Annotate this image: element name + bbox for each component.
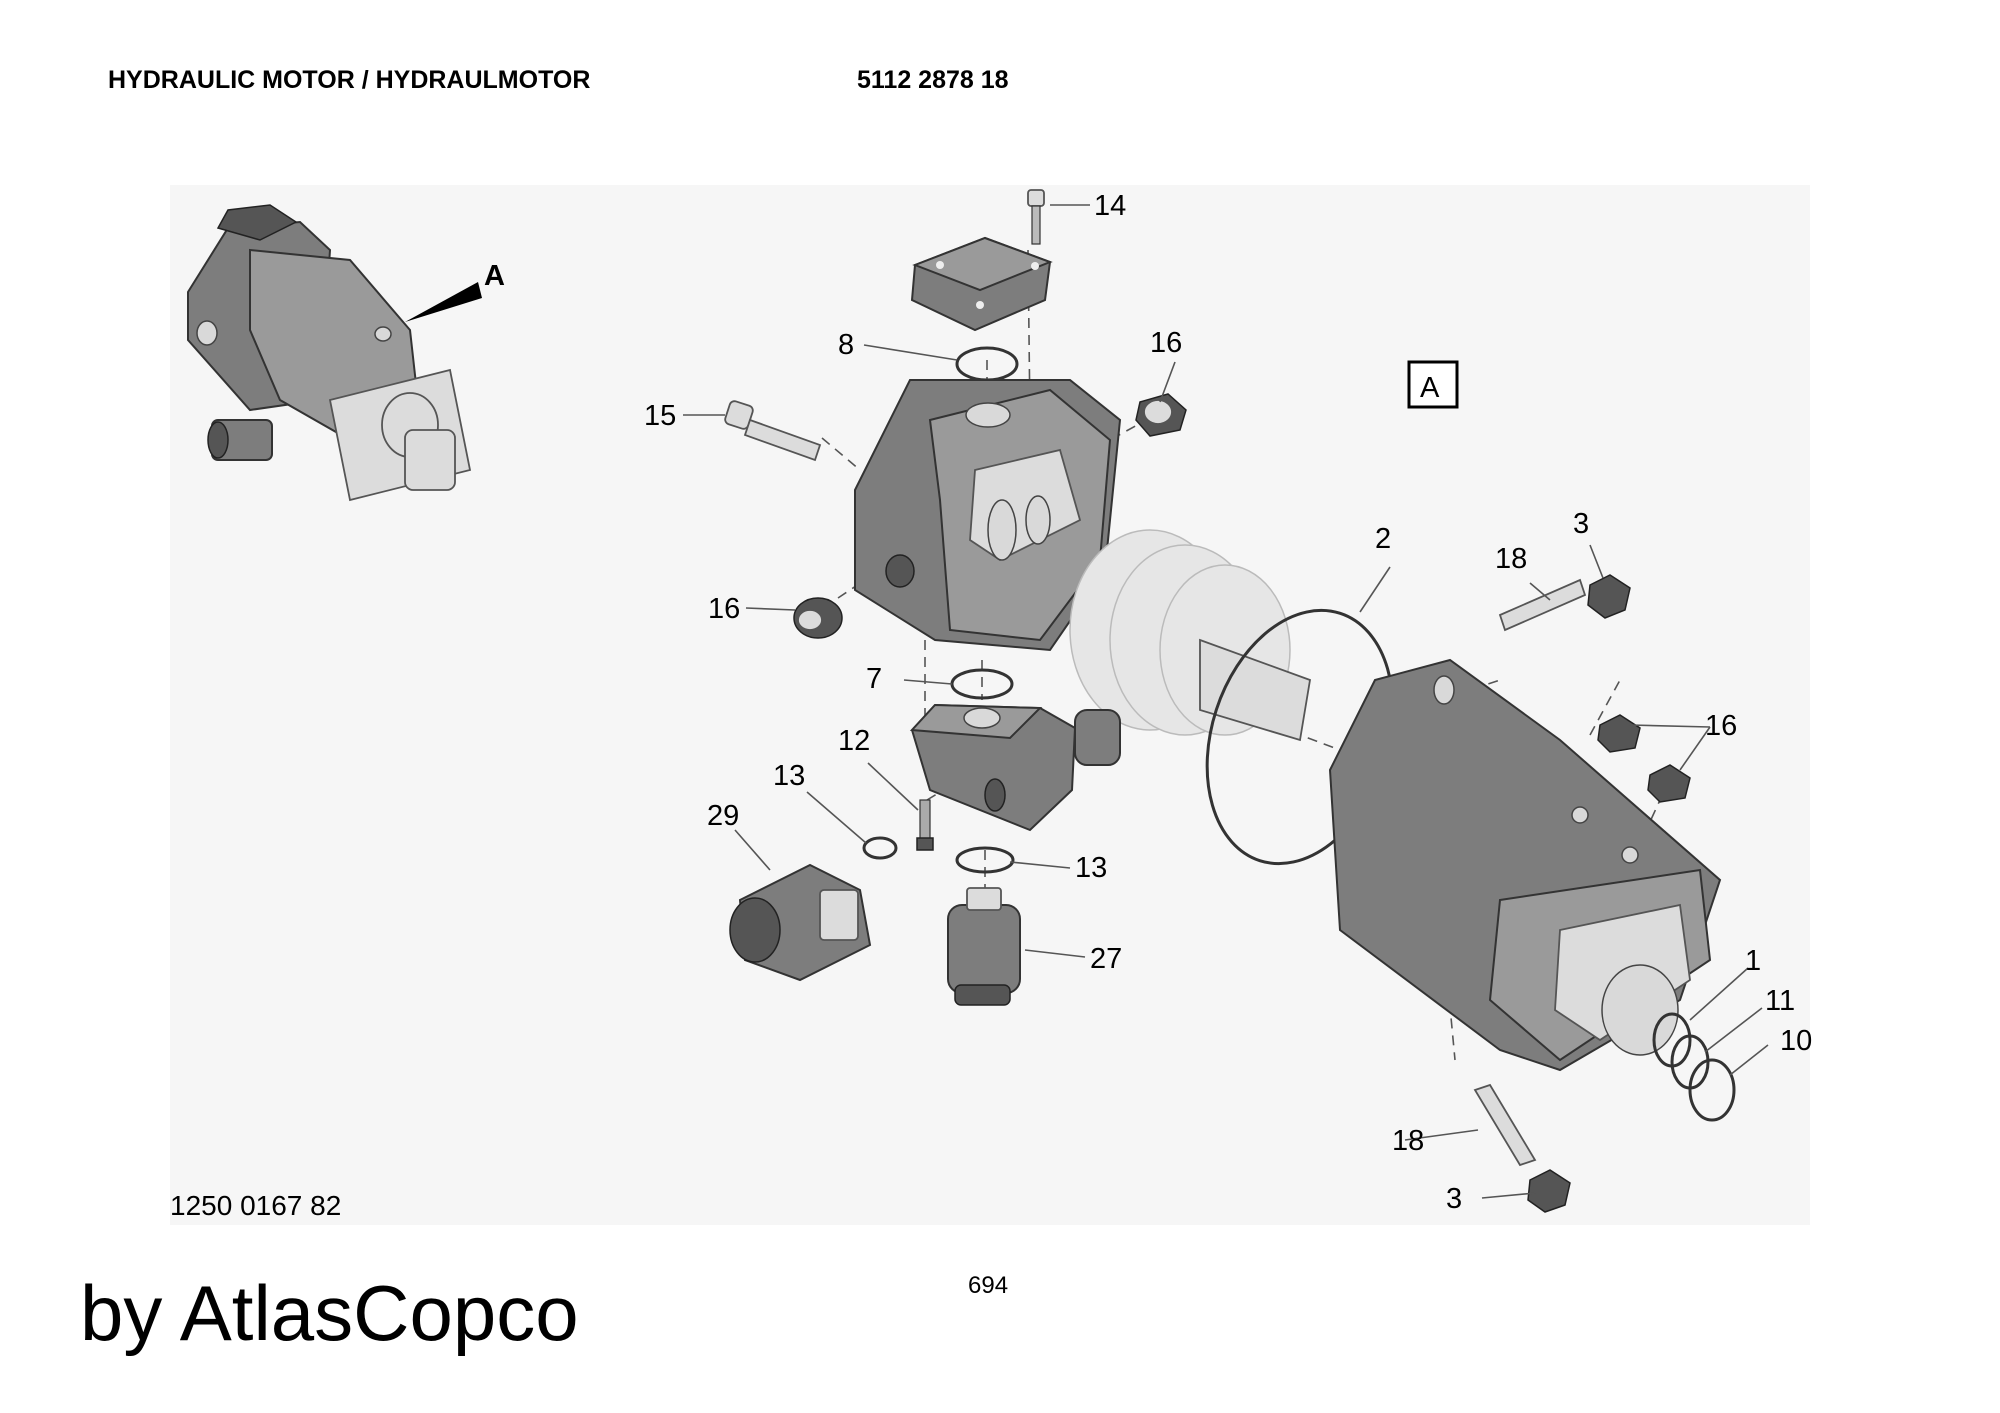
page-number: 694 — [968, 1272, 1009, 1299]
callout-7: 7 — [866, 663, 882, 695]
view-marker-a: A — [484, 260, 505, 292]
callout-16-left: 16 — [708, 593, 740, 625]
callout-12: 12 — [838, 725, 870, 757]
callout-14: 14 — [1094, 190, 1126, 222]
overview-motor-illustration — [187, 204, 482, 502]
callout-16-top: 16 — [1150, 327, 1182, 359]
page-title: HYDRAULIC MOTOR / HYDRAULMOTOR — [108, 66, 591, 94]
callout-29: 29 — [707, 800, 739, 832]
callout-2: 2 — [1375, 523, 1391, 555]
brand-text: by AtlasCopco — [80, 1269, 579, 1357]
callout-13-right: 13 — [1075, 852, 1107, 884]
callout-1: 1 — [1745, 945, 1761, 977]
callout-labels: 14 8 16 15 16 7 12 13 29 13 27 2 3 18 16… — [644, 190, 1812, 1215]
callout-10: 10 — [1780, 1025, 1812, 1057]
callout-27: 27 — [1090, 943, 1122, 975]
part-number: 5112 2878 18 — [857, 66, 1009, 94]
leader-lines — [683, 204, 1769, 1199]
callout-11: 11 — [1765, 985, 1795, 1017]
callout-18-top: 18 — [1495, 543, 1527, 575]
callout-16-right: 16 — [1705, 710, 1737, 742]
view-label-a: A — [1420, 372, 1440, 404]
exploded-parts — [724, 189, 1736, 1213]
callout-18-bottom: 18 — [1392, 1125, 1424, 1157]
callout-3-top: 3 — [1573, 508, 1589, 540]
callout-3-bottom: 3 — [1446, 1183, 1462, 1215]
view-label-box — [1407, 360, 1459, 409]
drawing-number: 1250 0167 82 — [170, 1190, 342, 1221]
callout-8: 8 — [838, 329, 854, 361]
callout-13-left: 13 — [773, 760, 805, 792]
callout-15: 15 — [644, 400, 676, 432]
